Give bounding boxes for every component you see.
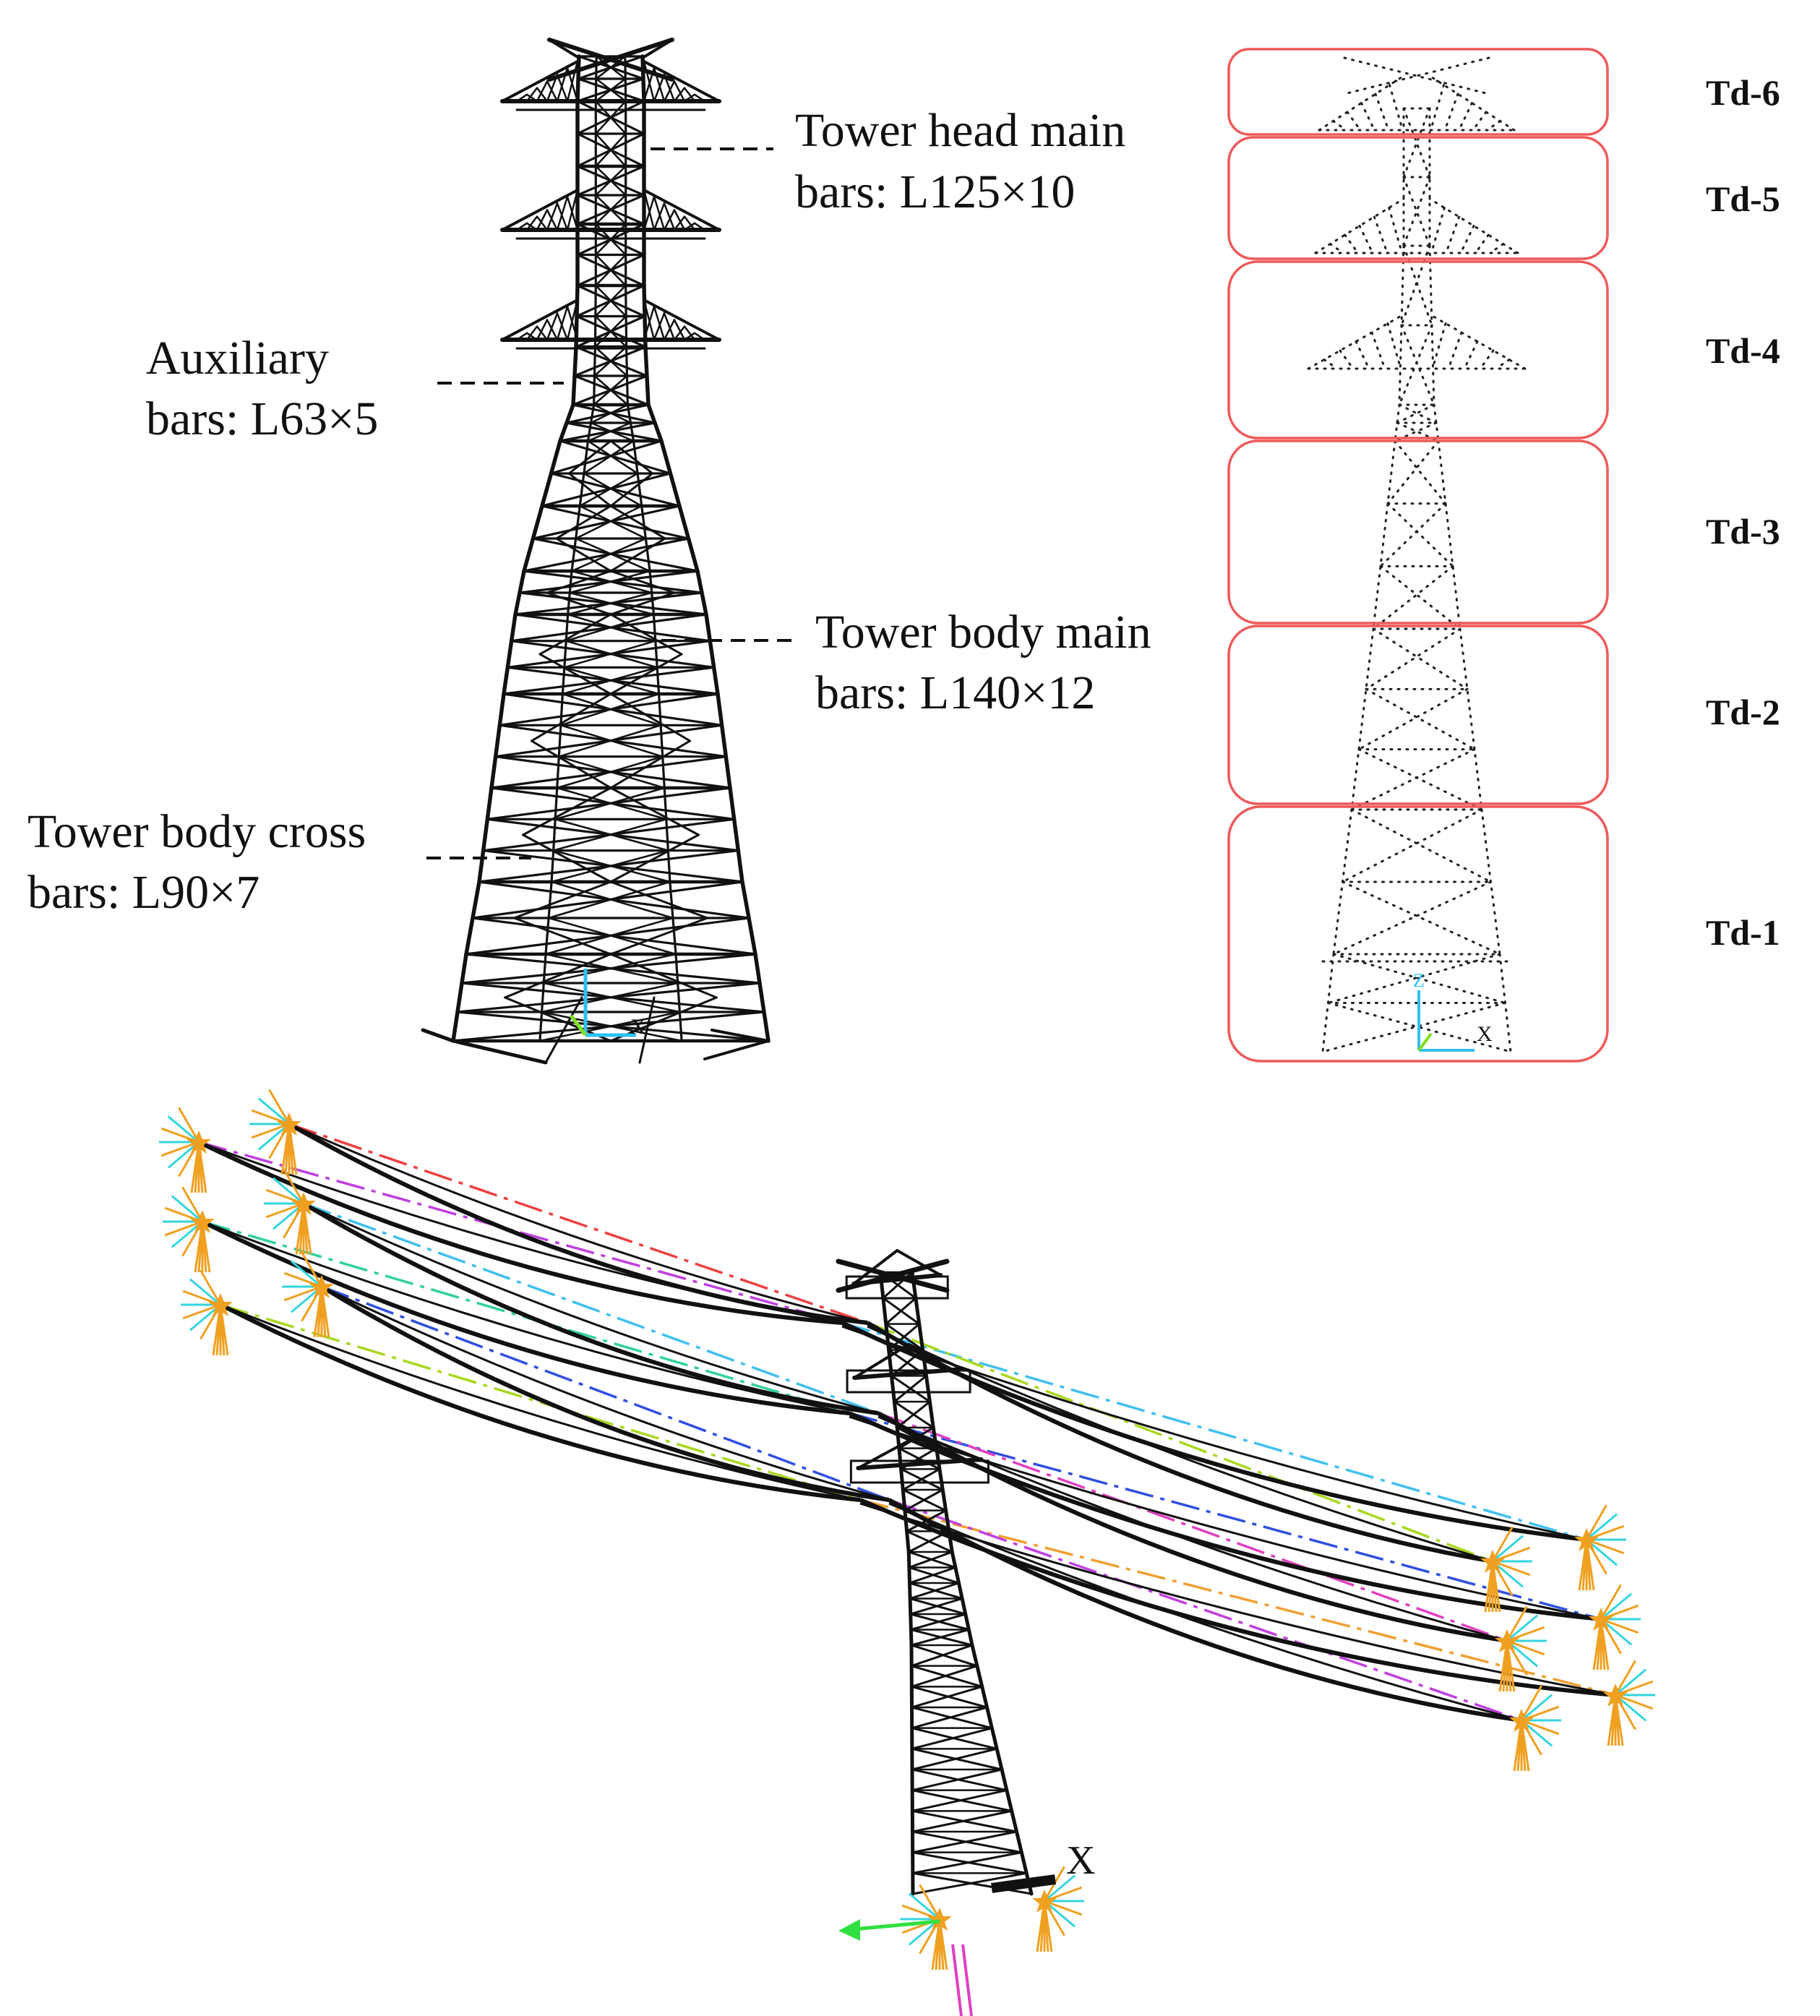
line-axis-icon: X (838, 1838, 1095, 2016)
sections-axis-x-label: X (1477, 1022, 1493, 1046)
dotted-tower-model (1307, 56, 1527, 1053)
tower-wireframe (421, 38, 771, 1065)
support-constraint-icon (1589, 1584, 1641, 1670)
support-constraint-icon (1509, 1685, 1561, 1772)
section-box-td1 (1227, 805, 1609, 1063)
head-main-label-line2: bars: L125×10 (795, 166, 1075, 218)
tower-axis-x-label: X (630, 1015, 646, 1039)
section-label-td1: Td-1 (1706, 912, 1780, 953)
section-label-td2: Td-2 (1706, 692, 1780, 732)
auxiliary-label-line1: Auxiliary (146, 332, 329, 385)
tower-wireframe-panel: X Tower head main bars: L125×10 Auxiliar… (27, 38, 1151, 1065)
sections-axis-z-label: Z (1413, 970, 1425, 991)
support-constraint-icon (1480, 1526, 1532, 1613)
body-cross-label-line1: Tower body cross (27, 805, 366, 858)
end-supports (159, 1089, 1655, 1970)
section-box-td6 (1227, 48, 1609, 136)
support-constraint-icon (1574, 1504, 1626, 1591)
support-constraint-icon (282, 1251, 334, 1338)
head-main-label-line1: Tower head main (795, 104, 1125, 157)
support-constraint-icon (1603, 1660, 1655, 1746)
body-cross-label-line2: bars: L90×7 (27, 866, 259, 919)
support-constraint-icon (163, 1186, 215, 1273)
support-constraint-icon (900, 1884, 952, 1970)
support-constraint-icon (1032, 1866, 1084, 1952)
tower-sections-panel: Td-6 Td-5 Td-4 Td-3 Td-2 Td-1 Z X (1227, 48, 1780, 1063)
auxiliary-label-line2: bars: L63×5 (146, 393, 378, 445)
tower-line-system-panel: X (159, 1089, 1655, 2016)
section-label-td5: Td-5 (1706, 179, 1780, 219)
support-constraint-icon (1495, 1605, 1547, 1692)
section-label-td3: Td-3 (1706, 511, 1780, 552)
support-constraint-icon (264, 1168, 316, 1255)
section-label-td6: Td-6 (1706, 72, 1780, 113)
tilted-tower-wireframe (836, 1249, 1034, 1896)
section-box-td5 (1227, 136, 1609, 260)
section-label-td4: Td-4 (1706, 330, 1780, 371)
section-box-td3 (1227, 439, 1609, 625)
leader-lines (426, 147, 795, 859)
tower-axis-triad-icon: X (569, 969, 646, 1039)
support-constraint-icon (181, 1269, 233, 1356)
line-axis-x-label: X (1066, 1838, 1095, 1883)
support-constraint-icon (249, 1089, 301, 1175)
section-boxes (1227, 48, 1609, 1063)
section-box-td4 (1227, 260, 1609, 439)
sections-axis-triad-icon: Z X (1413, 970, 1493, 1052)
conductor-cables (197, 1122, 1616, 1723)
support-constraint-icon (159, 1107, 211, 1193)
section-box-td2 (1227, 625, 1609, 805)
body-main-label-line1: Tower body main (815, 606, 1151, 659)
body-main-label-line2: bars: L140×12 (815, 666, 1095, 719)
